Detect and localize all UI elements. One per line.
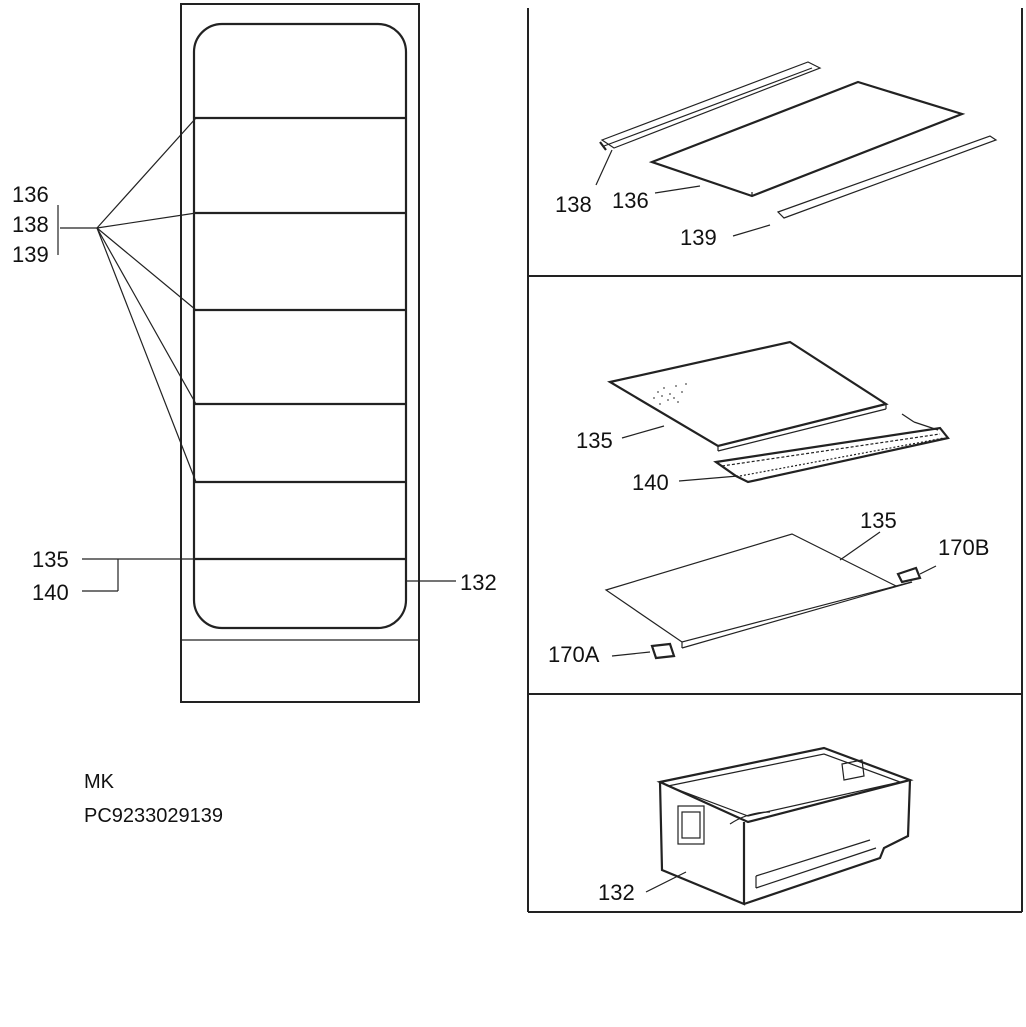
clip-170a [650, 642, 676, 660]
panel-2-crisper-cover [604, 340, 950, 660]
leader-170a [611, 651, 651, 657]
leader-135-cover [839, 531, 881, 561]
callout-170a: 170A [548, 642, 600, 667]
callout-138-left: 138 [12, 212, 49, 237]
drawer-front [658, 781, 746, 906]
drawer-handle-left [677, 805, 705, 845]
glass-frosting [653, 383, 687, 405]
callout-135-cover: 135 [860, 508, 897, 533]
drawer-rim [656, 746, 914, 824]
leader-170b [919, 565, 937, 575]
trim-140 [713, 413, 950, 484]
drawer-side [743, 779, 912, 906]
callout-132-left: 132 [460, 570, 497, 595]
callout-136-left: 136 [12, 182, 49, 207]
callout-132: 132 [598, 880, 635, 905]
leader-132 [645, 871, 687, 893]
panels-frame [527, 8, 1023, 913]
panel-3-crisper-drawer [645, 746, 914, 906]
caption-model: MK [84, 771, 115, 793]
cabinet-inner-liner [192, 22, 408, 630]
leader-fan [57, 117, 197, 483]
crisper-glass-135 [607, 340, 889, 448]
callout-138: 138 [555, 192, 592, 217]
leader-140 [678, 475, 739, 482]
callout-136: 136 [612, 188, 649, 213]
callout-135-glass: 135 [576, 428, 613, 453]
leader-136 [654, 185, 701, 194]
leader-135-140 [82, 558, 196, 592]
shelf-glass-136 [648, 80, 966, 198]
leader-138 [595, 149, 613, 186]
callout-135-left: 135 [32, 547, 69, 572]
rail-138 [599, 61, 822, 151]
crisper-cover-135 [604, 533, 913, 649]
leader-135-glass [621, 425, 665, 439]
drawer-handle-rear [841, 759, 865, 781]
leader-139 [732, 224, 771, 237]
callout-140: 140 [632, 470, 669, 495]
clip-170b [896, 566, 922, 584]
cabinet-front-view [180, 3, 420, 703]
callout-140-left: 140 [32, 580, 69, 605]
callout-139: 139 [680, 225, 717, 250]
panel-1-shelf-assembly [595, 61, 998, 237]
rail-139 [776, 135, 998, 219]
callout-170b: 170B [938, 535, 989, 560]
callout-139-left: 139 [12, 242, 49, 267]
caption-part-number: PC9233029139 [84, 805, 223, 827]
cabinet-outer-frame [180, 3, 420, 703]
